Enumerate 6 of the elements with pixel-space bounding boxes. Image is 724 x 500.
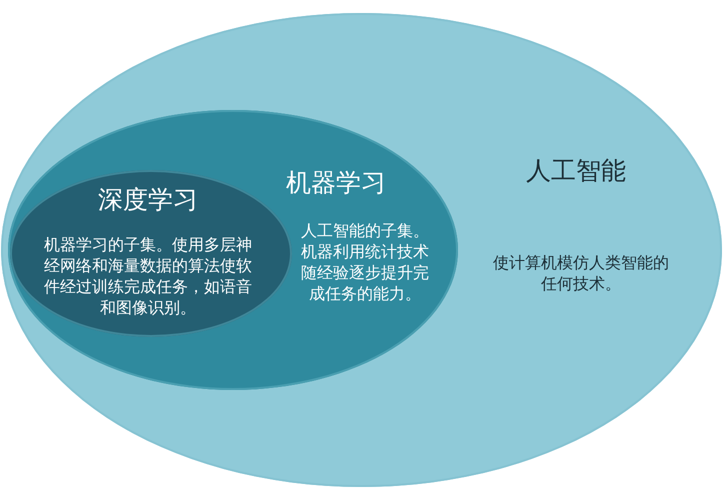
set-title: 机器学习 <box>286 168 386 198</box>
set-title: 人工智能 <box>526 156 626 186</box>
set-description: 使计算机模仿人类智能的任何技术。 <box>492 252 670 294</box>
set-description: 人工智能的子集。机器利用统计技术随经验逐步提升完成任务的能力。 <box>300 220 430 304</box>
set-title: 深度学习 <box>98 185 198 215</box>
set-description: 机器学习的子集。使用多层神经网络和海量数据的算法使软件经过训练完成任务，如语音和图像识别。 <box>43 234 253 318</box>
